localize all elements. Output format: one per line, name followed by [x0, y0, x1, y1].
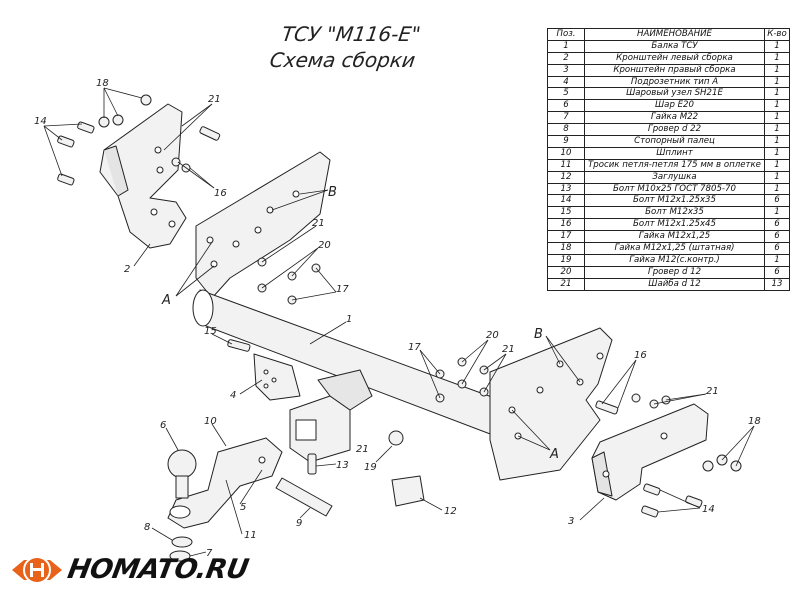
- row-qty: 1: [764, 75, 790, 89]
- row-pos: 7: [547, 111, 585, 125]
- callout-7: 7: [206, 548, 213, 559]
- nut-19: [388, 430, 404, 446]
- row-qty: 1: [764, 111, 790, 125]
- callout-18-right: 18: [748, 416, 761, 427]
- left-nuts-18: [98, 94, 152, 128]
- callout-17-left: 17: [336, 284, 349, 295]
- row-name: Кронштейн правый сборка: [584, 63, 765, 77]
- right-bolts-14: [641, 483, 703, 518]
- leader-lines: [43, 87, 755, 557]
- callout-3: 3: [568, 516, 574, 527]
- callout-8: 8: [144, 522, 150, 533]
- callout-b-left: B: [328, 185, 337, 200]
- callout-a-right: A: [549, 447, 559, 462]
- bolt-15: [227, 339, 251, 352]
- callout-19: 19: [364, 462, 377, 473]
- row-name: Подрозетник тип А: [584, 75, 765, 89]
- right-bolts-16: [595, 393, 671, 415]
- row-qty: 1: [764, 253, 790, 267]
- callout-17-right: 17: [408, 342, 421, 353]
- callout-4: 4: [230, 390, 236, 401]
- tow-beam: [192, 151, 613, 481]
- callout-5: 5: [240, 502, 246, 513]
- washer-8: [171, 536, 193, 548]
- callout-21-left: 21: [208, 94, 221, 105]
- callout-21-mid: 21: [312, 218, 325, 229]
- callout-21-center: 21: [356, 444, 369, 455]
- row-qty: 1: [764, 63, 790, 77]
- plug-cap: [391, 475, 425, 507]
- callout-14-right: 14: [702, 504, 715, 515]
- row-qty: 6: [764, 194, 790, 208]
- callout-1: 1: [346, 314, 352, 325]
- callout-20-right: 20: [486, 330, 499, 341]
- callout-12: 12: [444, 506, 457, 517]
- receiver-socket: [289, 369, 373, 463]
- row-qty: 1: [764, 99, 790, 113]
- row-name: Гровер d 12: [584, 265, 765, 279]
- homato-emblem-icon: [12, 556, 62, 584]
- callout-6: 6: [160, 420, 166, 431]
- lock-pin: [275, 477, 333, 517]
- callout-13: 13: [336, 460, 349, 471]
- socket-plate: [253, 353, 301, 401]
- left-bolts-14: [57, 121, 95, 186]
- callout-2: 2: [124, 264, 130, 275]
- tow-ball: [167, 449, 197, 499]
- bolt-13: [307, 453, 317, 475]
- beam-fasteners: [257, 257, 489, 403]
- callout-21-right-beam: 21: [502, 344, 515, 355]
- row-name: Гайка М22: [584, 111, 765, 125]
- row-qty: 13: [764, 277, 790, 291]
- callout-labels: 14 18 21 16 2 A B 21 20 17 1 15 4 6 10 5…: [34, 78, 761, 559]
- row-name: Шайба d 12: [584, 277, 765, 291]
- callout-14-left: 14: [34, 116, 47, 127]
- row-pos: 20: [547, 265, 585, 279]
- left-bracket: [99, 103, 187, 249]
- callout-a-left: A: [161, 293, 171, 308]
- row-pos: 21: [547, 277, 585, 291]
- callout-18-left: 18: [96, 78, 109, 89]
- callout-b-right: B: [534, 327, 543, 342]
- callout-11: 11: [244, 530, 257, 541]
- callout-21-right: 21: [706, 386, 719, 397]
- callout-9: 9: [296, 518, 302, 529]
- callout-16-right: 16: [634, 350, 647, 361]
- homato-logo[interactable]: HOMATO.RU: [10, 548, 251, 592]
- callout-16-left: 16: [214, 188, 227, 199]
- row-qty: 6: [764, 265, 790, 279]
- callout-10: 10: [204, 416, 217, 427]
- row-qty: 1: [764, 87, 790, 101]
- callout-20-left: 20: [318, 240, 331, 251]
- callout-15: 15: [204, 326, 217, 337]
- logo-brand-text: HOMATO.RU: [65, 554, 251, 585]
- row-name: Гайка М12(с.контр.): [584, 253, 765, 267]
- row-pos: 4: [547, 75, 585, 89]
- ball-mount: [167, 437, 283, 529]
- right-nuts-18: [702, 454, 742, 472]
- right-bracket: [591, 403, 709, 501]
